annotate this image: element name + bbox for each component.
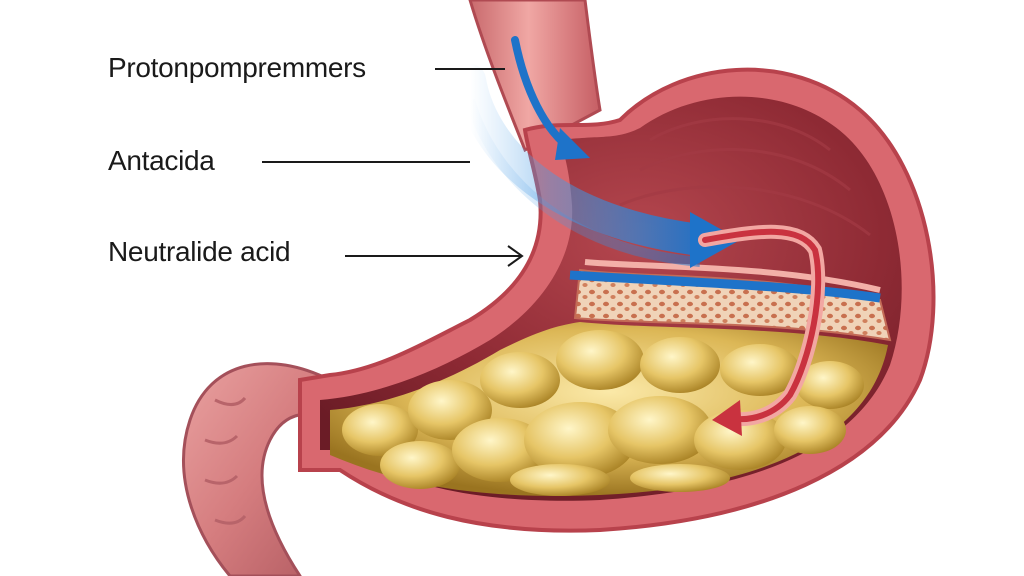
label-neutralized-acid: Neutralide acid: [108, 236, 291, 267]
leader-lines: [262, 68, 524, 267]
food-contents: [330, 322, 888, 496]
red-flow-arrow: [698, 224, 826, 436]
label-proton-pump-inhibitors: Protonpompremmers: [108, 52, 366, 83]
duodenum: [182, 362, 337, 576]
blue-arrowhead-small: [555, 128, 590, 160]
label-antacid: Antacida: [108, 145, 215, 176]
red-arrowhead: [712, 400, 742, 436]
leader-arrowhead: [507, 245, 524, 267]
blue-flow-arrows: [454, 36, 881, 303]
